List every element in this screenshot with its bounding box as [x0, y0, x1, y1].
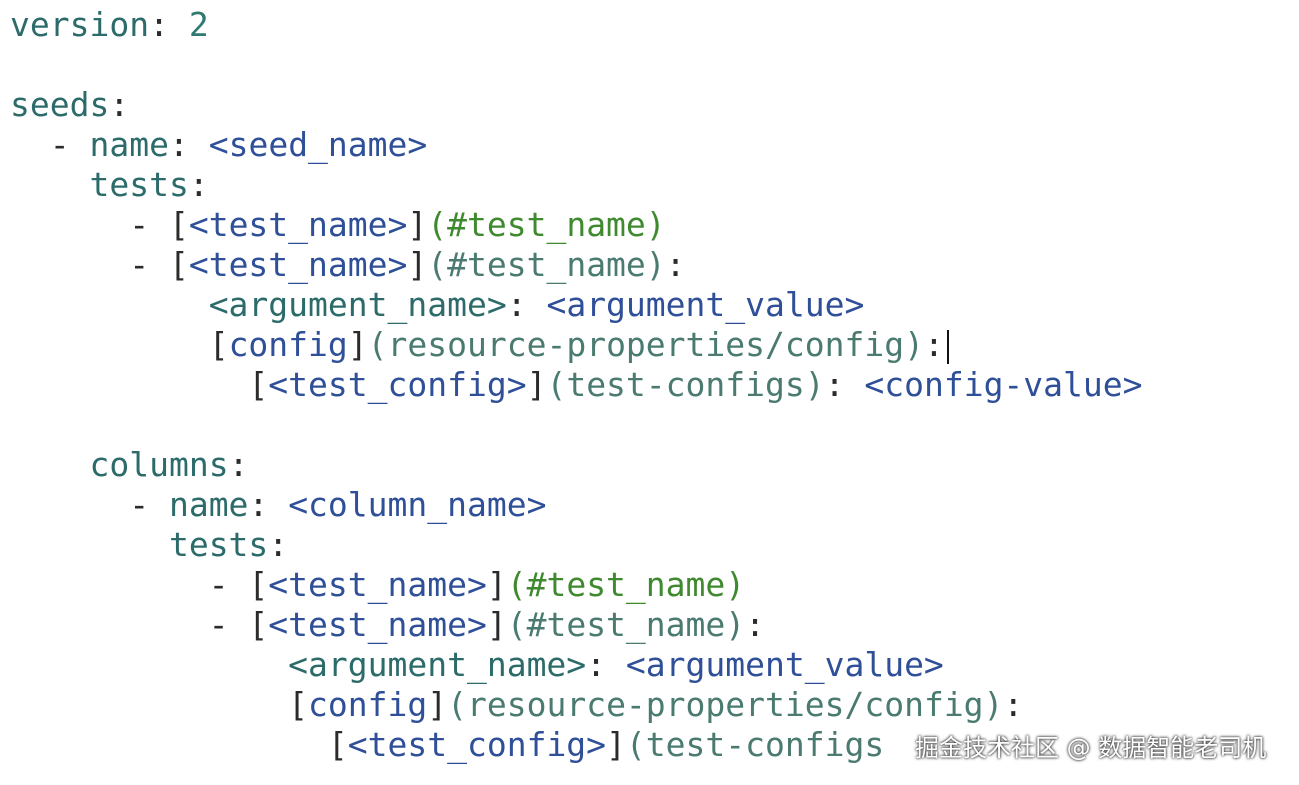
code-line: seeds: — [10, 85, 129, 125]
code-token-value: <test_name> — [268, 565, 487, 604]
code-token-punct: : — [168, 125, 209, 164]
code-token-punct: - — [10, 245, 169, 284]
code-token-key: seeds — [10, 85, 110, 124]
code-line: <argument_name>: <argument_value> — [10, 645, 944, 685]
code-token-punct: : — [665, 245, 686, 284]
code-line: [<test_config>](test-configs — [10, 725, 884, 765]
code-token-punct: : — [109, 85, 130, 124]
code-token-value: <test_name> — [268, 605, 487, 644]
watermark: 掘金技术社区 @ 数据智能老司机 — [915, 734, 1267, 762]
code-token-key: version — [10, 5, 150, 44]
code-token-punct: : — [506, 285, 547, 324]
code-token-bracket: [ — [248, 565, 269, 604]
code-token-link: (resource-properties/config) — [367, 325, 924, 364]
code-token-punct — [10, 725, 328, 764]
code-token-punct: : — [149, 5, 189, 44]
code-token-punct: - — [10, 205, 169, 244]
code-token-link: (test-configs — [625, 725, 885, 764]
code-token-link: (resource-properties/config) — [447, 685, 1004, 724]
code-token-bracket: [ — [168, 205, 189, 244]
code-token-key: tests — [89, 165, 189, 204]
code-token-punct: - — [10, 565, 249, 604]
code-token-bracket: [ — [168, 245, 189, 284]
code-token-punct: : — [923, 325, 944, 364]
code-token-punct — [10, 285, 209, 324]
code-line: tests: — [10, 165, 209, 205]
code-token-key: <argument_name> — [288, 645, 587, 684]
code-line: columns: — [10, 445, 248, 485]
code-line: [config](resource-properties/config): — [10, 325, 949, 365]
code-token-value: config — [228, 325, 348, 364]
code-token-key: tests — [168, 525, 269, 564]
code-token-bracket: [ — [208, 325, 229, 364]
code-token-key: name — [89, 125, 169, 164]
code-token-bracket: ] — [486, 565, 507, 604]
code-token-punct — [10, 645, 288, 684]
code-token-key: name — [168, 485, 249, 524]
code-line: [<test_config>](test-configs): <config-v… — [10, 365, 1143, 405]
code-token-value: <test_config> — [347, 725, 607, 764]
code-token-punct: : — [248, 485, 289, 524]
code-line: - name: <seed_name> — [10, 125, 428, 165]
code-token-punct: - — [10, 605, 249, 644]
code-token-link: (test-configs) — [546, 365, 825, 404]
code-token-link: (#test_name) — [506, 605, 746, 644]
code-line: [config](resource-properties/config): — [10, 685, 1023, 725]
code-token-punct — [10, 365, 248, 404]
code-token-bracket: ] — [526, 365, 547, 404]
code-token-punct: - — [10, 125, 90, 164]
text-caret — [946, 329, 949, 364]
code-token-value: <argument_value> — [625, 645, 944, 684]
code-line: - [<test_name>](#test_name) — [10, 205, 666, 245]
code-token-punct: : — [745, 605, 766, 644]
code-token-punct: : — [824, 365, 865, 404]
code-line: - [<test_name>](#test_name): — [10, 605, 765, 645]
code-token-key: columns — [89, 445, 229, 484]
code-line: - [<test_name>](#test_name) — [10, 565, 745, 605]
code-token-anchor: (#test_name) — [427, 205, 666, 244]
code-token-bracket: [ — [248, 605, 269, 644]
code-token-bracket: ] — [347, 325, 368, 364]
code-token-punct: : — [228, 445, 249, 484]
code-token-bracket: ] — [407, 205, 428, 244]
code-token-bracket: [ — [327, 725, 348, 764]
code-token-bracket: ] — [407, 245, 428, 284]
code-token-link: (#test_name) — [427, 245, 666, 284]
code-token-value: <seed_name> — [208, 125, 428, 164]
code-token-bracket: [ — [288, 685, 309, 724]
code-line: version: 2 — [10, 5, 209, 45]
code-token-punct — [10, 165, 89, 204]
code-token-punct — [10, 685, 288, 724]
code-line: tests: — [10, 525, 288, 565]
code-token-punct: : — [1003, 685, 1024, 724]
code-token-bracket: ] — [427, 685, 448, 724]
code-line: - name: <column_name> — [10, 485, 546, 525]
code-line: - [<test_name>](#test_name): — [10, 245, 686, 285]
code-token-bracket: ] — [606, 725, 626, 764]
code-token-punct: - — [10, 485, 169, 524]
code-token-value: <config-value> — [864, 365, 1143, 404]
code-token-punct: : — [586, 645, 626, 684]
code-token-value: <column_name> — [288, 485, 547, 524]
code-token-punct: : — [188, 165, 209, 204]
code-token-number: 2 — [188, 5, 209, 44]
code-token-value: <test_name> — [188, 245, 408, 284]
code-token-punct: : — [268, 525, 289, 564]
code-token-punct — [10, 445, 89, 484]
code-token-value: <argument_value> — [546, 285, 865, 324]
code-line: <argument_name>: <argument_value> — [10, 285, 865, 325]
code-token-bracket: [ — [248, 365, 269, 404]
code-token-value: <test_name> — [188, 205, 408, 244]
code-token-key: <argument_name> — [208, 285, 507, 324]
code-token-value: config — [308, 685, 428, 724]
code-token-value: <test_config> — [268, 365, 527, 404]
code-token-punct — [10, 325, 209, 364]
code-token-bracket: ] — [486, 605, 507, 644]
code-token-anchor: (#test_name) — [506, 565, 746, 604]
code-token-punct — [10, 525, 169, 564]
